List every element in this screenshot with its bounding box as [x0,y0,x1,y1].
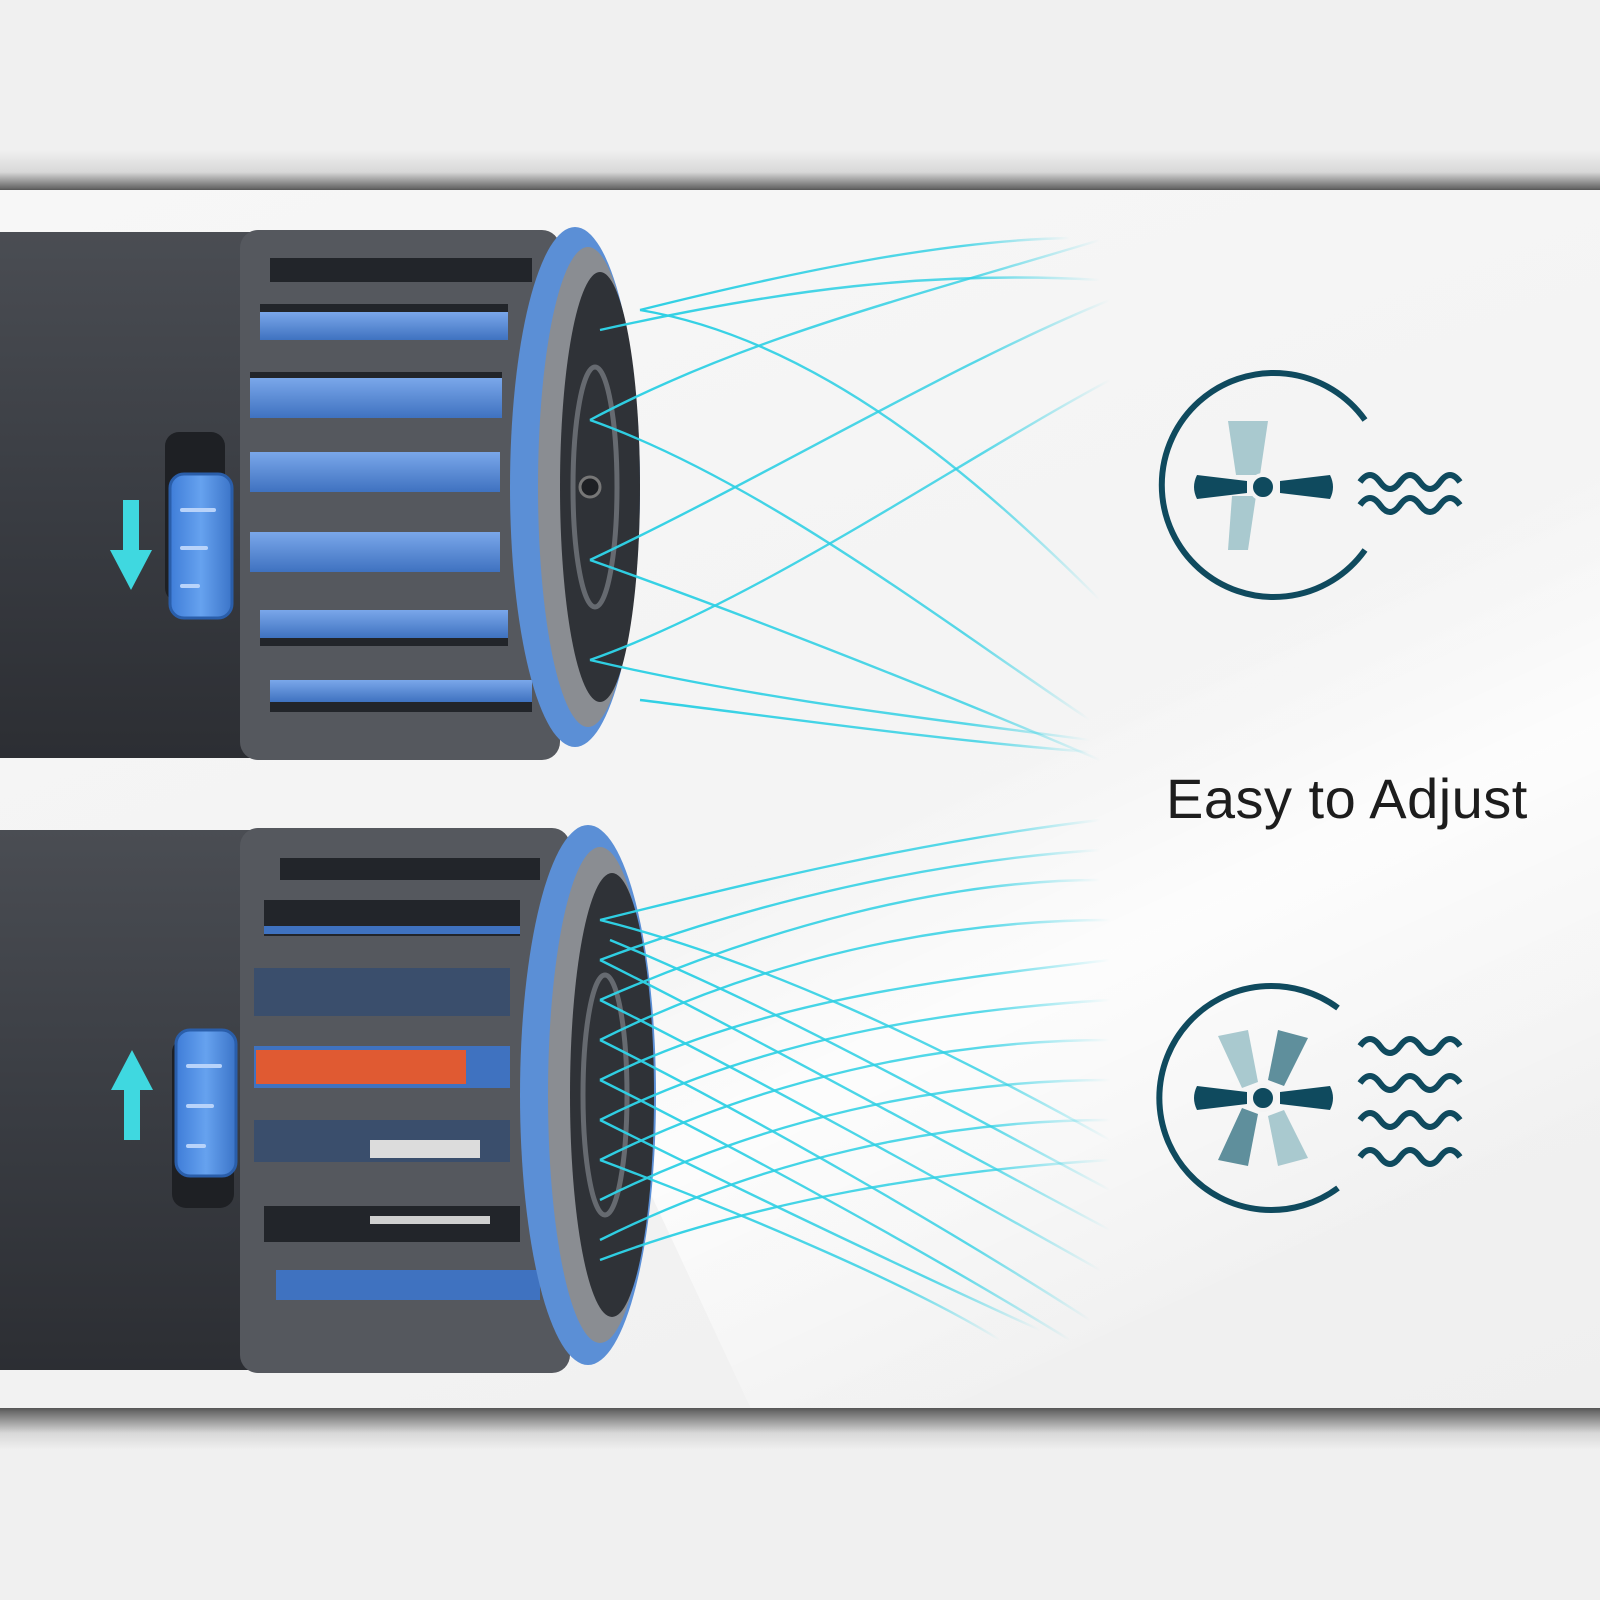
flow-lines-low [589,236,1111,762]
cage-slots [254,858,540,1300]
flow-slider-high[interactable] [174,1028,238,1178]
panel-top-edge [0,150,1600,190]
wave-lines-low-icon [1357,472,1463,515]
low-flow-fan-icon [1158,370,1368,600]
flow-lines-high [599,818,1111,1342]
pump-low-flow [0,227,1463,762]
panel-bottom-edge [0,1408,1600,1450]
up-arrow-icon [111,1050,153,1140]
high-flow-fan-icon [1156,983,1340,1213]
impeller [256,1050,466,1084]
wave-lines-high-icon [1357,1036,1463,1167]
pump-high-flow [0,818,1463,1373]
down-arrow-icon [110,500,152,590]
flow-slider-low[interactable] [168,472,234,620]
background-bottom [0,1450,1600,1600]
cage-slots [250,258,532,712]
caption-easy-to-adjust: Easy to Adjust [1166,767,1528,830]
